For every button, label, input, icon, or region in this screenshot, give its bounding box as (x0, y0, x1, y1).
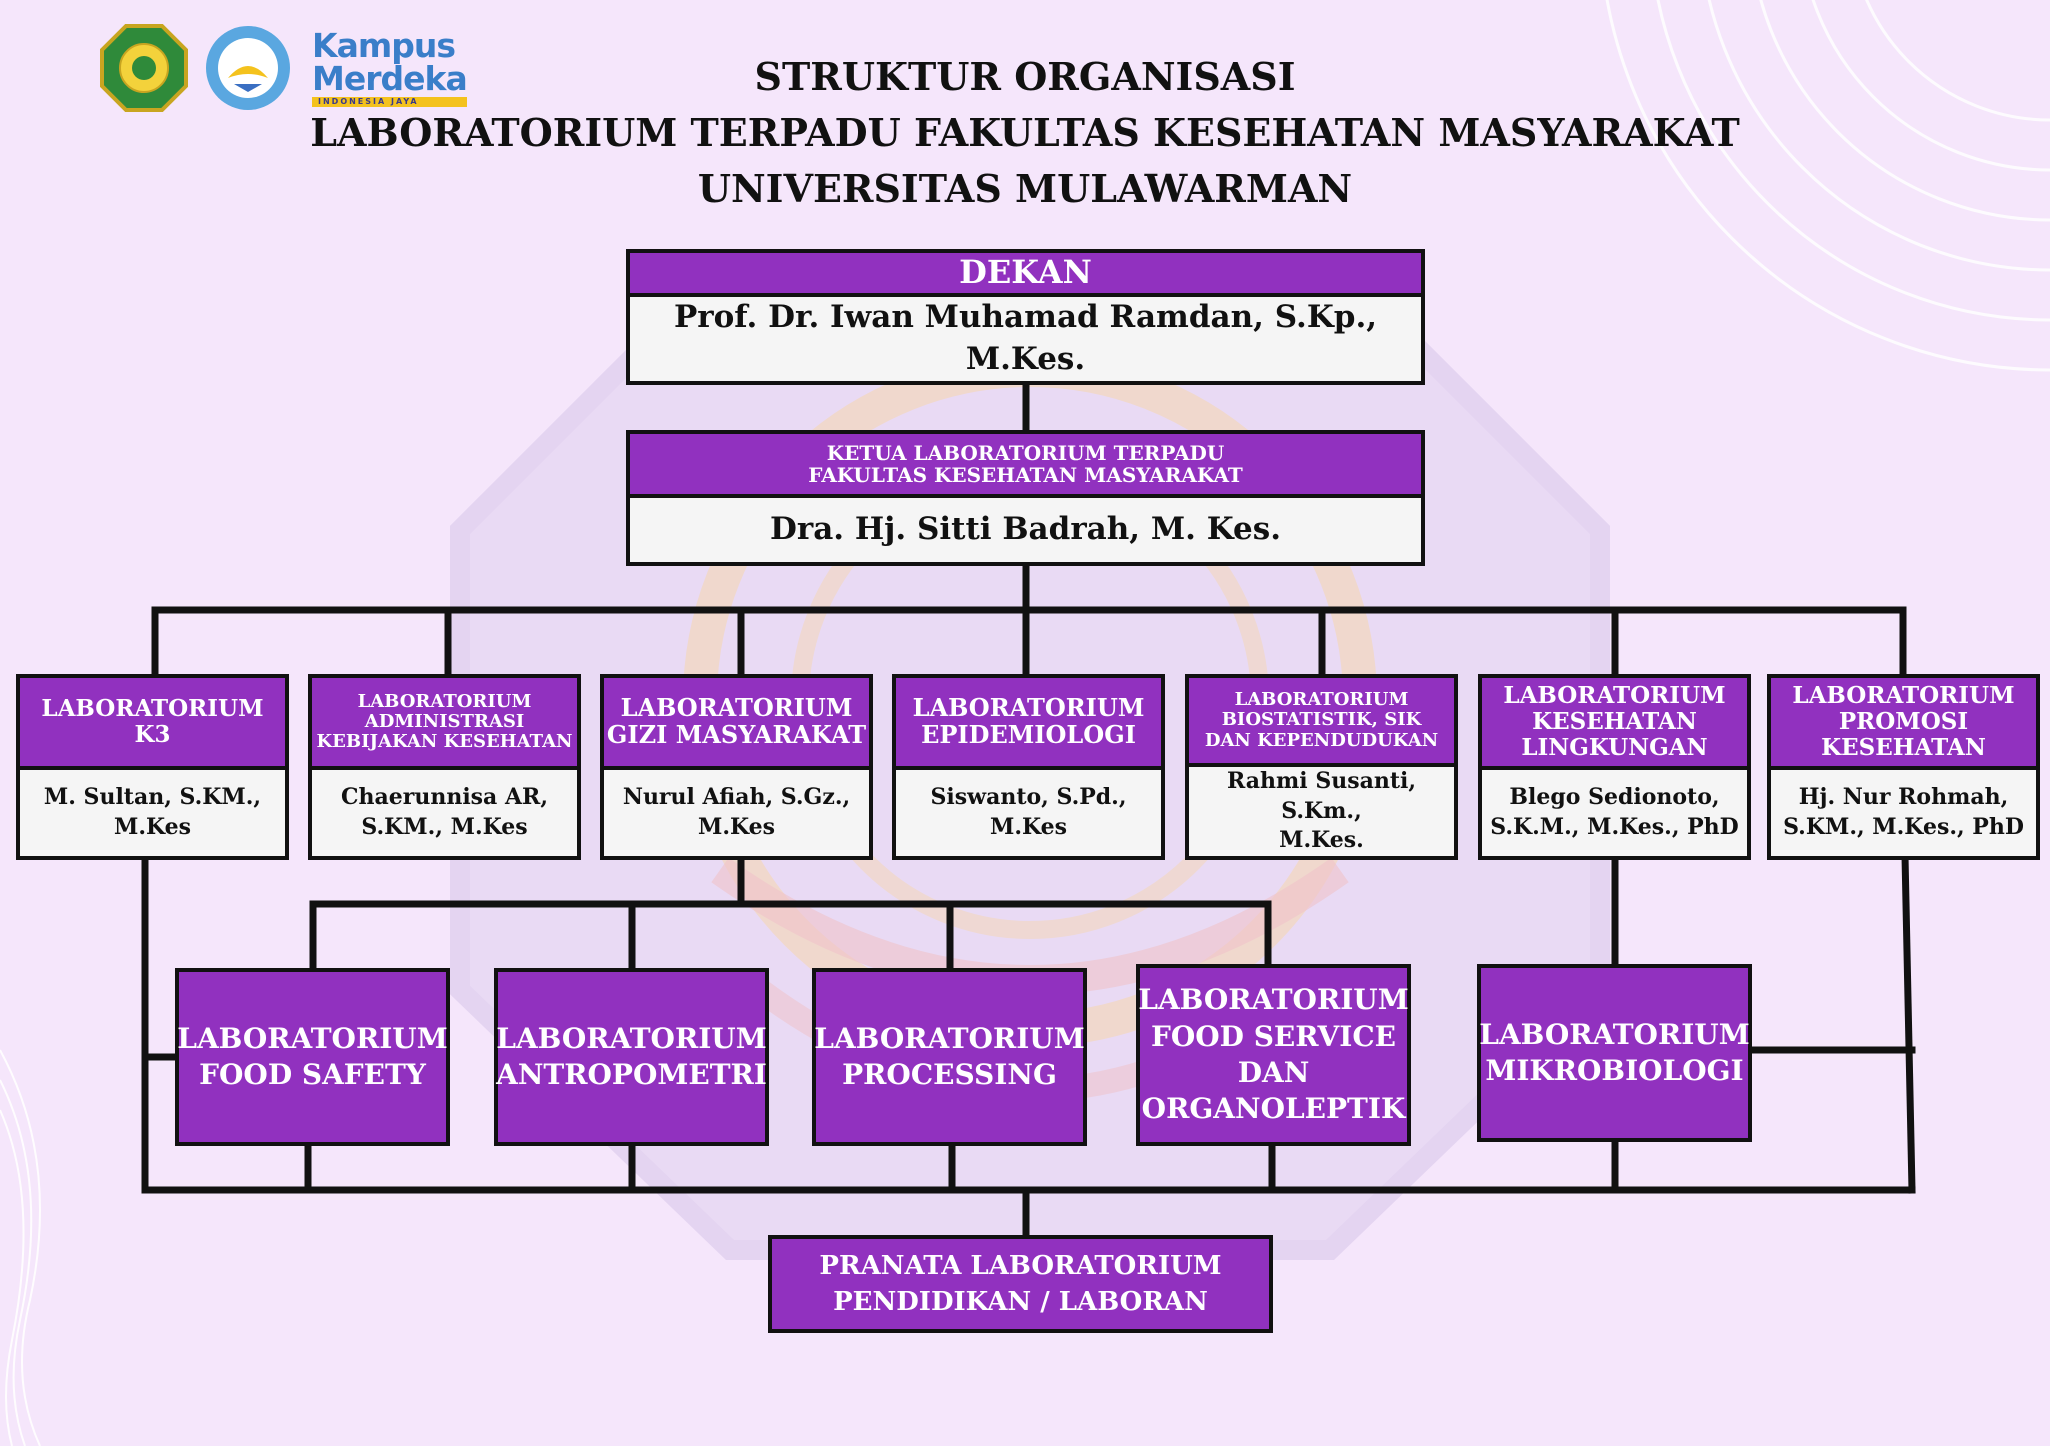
lab-title-line: BIOSTATISTIK, SIK (1221, 709, 1422, 731)
sublab-title-line: FOOD SAFETY (199, 1058, 426, 1091)
pranata-line2: PENDIDIKAN / LABORAN (833, 1287, 1208, 1317)
lab-head-name: M. Sultan, S.KM., M.Kes (20, 766, 285, 856)
page-title-line1: STRUKTUR ORGANISASI (754, 54, 1296, 99)
page-title-line2: LABORATORIUM TERPADU FAKULTAS KESEHATAN … (310, 110, 1740, 155)
sublab-title-line: ORGANOLEPTIK (1141, 1092, 1406, 1126)
lab-title-line: KESEHATAN (1532, 708, 1697, 736)
lab-title-line: EPIDEMIOLOGI (921, 720, 1136, 749)
lab-box: LABORATORIUM K3 M. Sultan, S.KM., M.Kes (16, 674, 289, 860)
kampus-tagline: INDONESIA JAYA (312, 97, 467, 107)
merdeka-text: Merdeka (312, 59, 468, 98)
kampus-merdeka-logo: Kampus Merdeka INDONESIA JAYA (312, 26, 468, 107)
logo-bar: Kampus Merdeka INDONESIA JAYA (98, 18, 468, 118)
lab-head-name-line: S.KM., M.Kes., PhD (1783, 814, 2024, 840)
lab-head-name: Chaerunnisa AR, S.KM., M.Kes (312, 766, 577, 856)
lab-title-line: LABORATORIUM (1503, 682, 1726, 710)
lab-head-name-line: M.Kes. (1279, 827, 1364, 854)
lab-title-line: LABORATORIUM (912, 693, 1145, 723)
lab-head-name-line: Siswanto, S.Pd., M.Kes (930, 784, 1127, 840)
kampus-text: Kampus (312, 26, 456, 65)
lab-title: LABORATORIUM K3 (20, 678, 285, 766)
lab-head-name: Hj. Nur Rohmah, S.KM., M.Kes., PhD (1771, 766, 2036, 856)
tut-wuri-handayani-logo (202, 22, 294, 114)
sublab-title-line: MIKROBIOLOGI (1485, 1054, 1744, 1087)
lab-head-name: Rahmi Susanti, S.Km., M.Kes. (1189, 762, 1454, 856)
ketua-title-line2: FAKULTAS KESEHATAN MASYARAKAT (808, 463, 1243, 487)
lab-title-line: LABORATORIUM (357, 690, 532, 712)
sublab-title-line: LABORATORIUM (177, 1021, 448, 1055)
lab-head-name-line: Blego Sedionoto, (1509, 784, 1720, 811)
lab-title-line: LINGKUNGAN (1521, 733, 1708, 761)
ketua-box: KETUA LABORATORIUM TERPADU FAKULTAS KESE… (626, 430, 1425, 566)
lab-head-name-line: Chaerunnisa AR, (340, 784, 548, 811)
unmul-seal-logo (98, 22, 190, 114)
sublab-title-line: ANTROPOMETRI (496, 1058, 767, 1091)
lab-head-name: Blego Sedionoto, S.K.M., M.Kes., PhD (1482, 766, 1747, 856)
lab-title-line: DAN KEPENDUDUKAN (1204, 729, 1439, 751)
sublab-title-line: LABORATORIUM (1479, 1017, 1750, 1051)
decorative-wave (0, 1049, 41, 1446)
ketua-name: Dra. Hj. Sitti Badrah, M. Kes. (630, 494, 1421, 562)
lab-title-line: ADMINISTRASI (364, 710, 525, 732)
sublab-title-line: FOOD SERVICE (1151, 1019, 1396, 1053)
dekan-name: Prof. Dr. Iwan Muhamad Ramdan, S.Kp., M.… (630, 293, 1421, 381)
sublab-title-line: LABORATORIUM (496, 1021, 767, 1055)
sublab-title-line: LABORATORIUM (814, 1021, 1085, 1055)
ketua-title-line1: KETUA LABORATORIUM TERPADU (826, 440, 1225, 465)
lab-title-line: GIZI MASYARAKAT (606, 720, 867, 749)
lab-head-name-line: S.KM., M.Kes (361, 814, 528, 840)
lab-head-name-line: S.K.M., M.Kes., PhD (1490, 814, 1739, 840)
lab-title-line: LABORATORIUM (1792, 682, 2015, 710)
lab-head-name-line: Hj. Nur Rohmah, (1798, 784, 2009, 811)
sublab-title-line: LABORATORIUM (1138, 983, 1409, 1017)
lab-title-line: KEBIJAKAN KESEHATAN (316, 731, 573, 753)
pranata-box: PRANATA LABORATORIUM PENDIDIKAN / LABORA… (768, 1235, 1273, 1333)
lab-title-line: PROMOSI (1838, 708, 1969, 736)
lab-head-name-line: M. Sultan, S.KM., (43, 784, 262, 811)
lab-title-line: LABORATORIUM (1234, 689, 1409, 711)
lab-head-name-line: Nurul Afiah, S.Gz., (622, 784, 851, 811)
lab-head-name-line: M.Kes (113, 814, 192, 840)
lab-title-line: KESEHATAN (1821, 733, 1986, 761)
sublab-title-line: DAN (1237, 1056, 1310, 1089)
lab-head-name-line: M.Kes (697, 814, 776, 840)
ketua-title: KETUA LABORATORIUM TERPADU FAKULTAS KESE… (630, 434, 1421, 494)
lab-head-name: Siswanto, S.Pd., M.Kes (896, 766, 1161, 856)
dekan-box: DEKAN Prof. Dr. Iwan Muhamad Ramdan, S.K… (626, 249, 1425, 385)
pranata-line1: PRANATA LABORATORIUM (819, 1250, 1222, 1281)
lab-head-name-line: Rahmi Susanti, S.Km., (1226, 767, 1417, 824)
page-title-line3: UNIVERSITAS MULAWARMAN (697, 166, 1353, 211)
dekan-title: DEKAN (630, 253, 1421, 294)
sublab-title-line: PROCESSING (842, 1058, 1057, 1091)
lab-title-line: LABORATORIUM K3 (41, 695, 264, 748)
lab-head-name: Nurul Afiah, S.Gz., M.Kes (604, 766, 869, 856)
lab-title-line: LABORATORIUM (620, 693, 853, 723)
